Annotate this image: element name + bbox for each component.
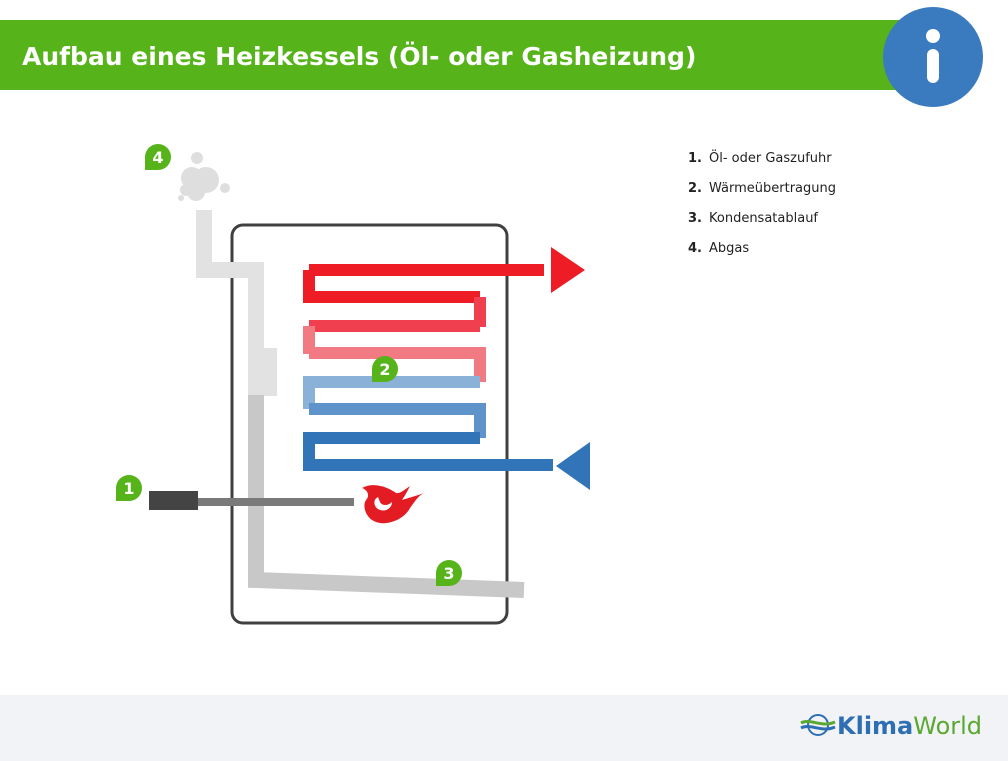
- logo-text-klima: Klima: [837, 712, 914, 740]
- exhaust-pipe-joint: [248, 348, 277, 396]
- legend-item: 3. Kondensatablauf: [688, 210, 836, 240]
- klimaworld-logo-icon: [800, 714, 836, 736]
- footer: KlimaWorld: [0, 695, 1008, 761]
- legend-label: Wärmeübertragung: [709, 181, 836, 196]
- marker-1-label: 1: [123, 479, 134, 498]
- condensate-pipe: [248, 395, 525, 598]
- legend-list: 1.Öl- oder Gaszufuhr 2.Wärmeübertragung …: [688, 150, 836, 270]
- logo-text-world: World: [913, 712, 983, 740]
- smoke-cloud-icon: [178, 152, 230, 201]
- header-bar: [0, 20, 940, 90]
- info-icon-dot: [926, 29, 940, 43]
- legend-number: 1.: [688, 151, 702, 166]
- heat-exchanger-coil: [303, 264, 553, 471]
- boiler-diagram: 4 2 1 3: [116, 144, 590, 625]
- flame-icon: [362, 485, 424, 524]
- marker-3: 3: [436, 560, 462, 586]
- legend-label: Öl- oder Gaszufuhr: [709, 151, 832, 166]
- boiler-housing: [230, 223, 509, 625]
- marker-4: 4: [145, 144, 171, 170]
- legend-number: 3.: [688, 211, 702, 226]
- marker-4-label: 4: [152, 148, 163, 167]
- legend-item: 4. Abgas: [688, 240, 836, 270]
- exhaust-pipe: [196, 210, 264, 395]
- legend-label: Kondensatablauf: [709, 211, 819, 226]
- cold-water-arrow-icon: [556, 442, 590, 490]
- marker-3-label: 3: [443, 564, 454, 583]
- marker-2-label: 2: [379, 360, 390, 379]
- marker-1: 1: [116, 475, 142, 501]
- marker-2: 2: [372, 356, 398, 382]
- legend-number: 2.: [688, 181, 702, 196]
- legend-label: Abgas: [709, 241, 750, 256]
- klimaworld-logo: KlimaWorld: [837, 711, 982, 741]
- page-title: Aufbau eines Heizkessels (Öl- oder Gashe…: [22, 42, 697, 71]
- hot-water-arrow-icon: [551, 247, 585, 293]
- fuel-supply-nozzle: [149, 491, 198, 510]
- legend-item: 1. Öl- oder Gaszufuhr: [688, 150, 836, 180]
- info-icon-stem: [927, 49, 939, 83]
- legend-item: 2. Wärmeübertragung: [688, 180, 836, 210]
- fuel-supply-pipe: [198, 498, 354, 506]
- info-icon: [883, 7, 983, 107]
- legend-number: 4.: [688, 241, 702, 256]
